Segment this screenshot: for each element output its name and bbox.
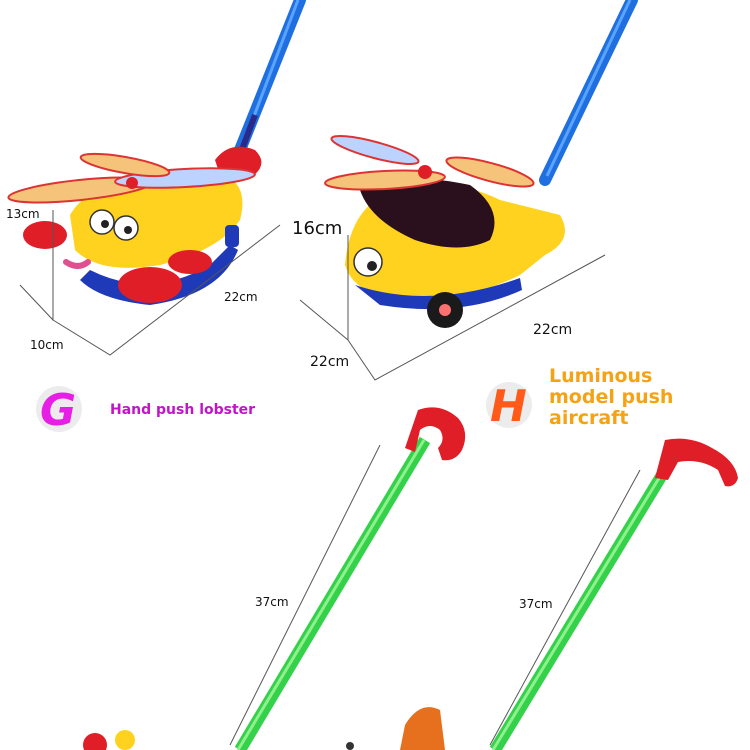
- product-h-letter: H: [490, 381, 527, 432]
- product-g-name: Hand push lobster: [110, 402, 256, 418]
- lobster-toy: [7, 0, 306, 356]
- product-g-letter: G: [40, 385, 77, 436]
- product-h-name-line-3: aircraft: [549, 407, 629, 429]
- lobster-depth-label: 10cm: [30, 338, 64, 352]
- right-handle-length-label: 37cm: [519, 597, 553, 611]
- product-h-badge: [486, 382, 532, 428]
- aircraft-height-label: 16cm: [292, 218, 343, 239]
- lobster-length-label: 22cm: [224, 290, 258, 304]
- product-h-name: Luminous model push aircraft: [549, 366, 739, 429]
- aircraft-depth-label: 22cm: [310, 354, 350, 370]
- lobster-height-label: 13cm: [6, 207, 40, 221]
- product-h-name-line-1: Luminous: [549, 365, 653, 387]
- push-toy-left: [83, 407, 466, 750]
- product-g-badge: [36, 386, 82, 432]
- product-h-name-line-2: model push: [549, 386, 674, 408]
- left-handle-length-label: 37cm: [255, 595, 289, 609]
- aircraft-length-label: 22cm: [533, 322, 573, 338]
- push-toy-right: [346, 438, 738, 750]
- aircraft-toy: [299, 0, 638, 381]
